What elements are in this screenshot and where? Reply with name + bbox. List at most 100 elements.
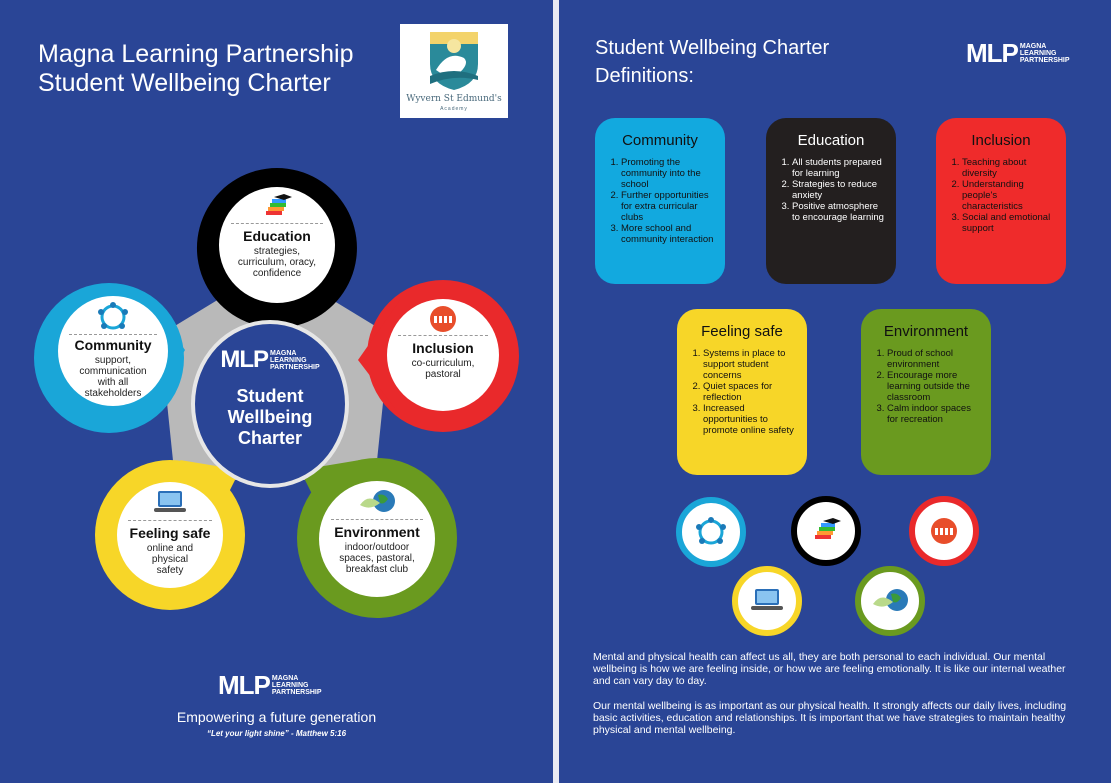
inclusion-pillar: Inclusion co-curriculum, pastoral: [387, 299, 499, 411]
feeling-safe-box-list: Systems in place to support student conc…: [687, 348, 797, 436]
inclusion-desc-2: pastoral: [425, 369, 461, 380]
inclusion-pin-tip: [358, 300, 400, 415]
footer-mlp-words: MAGNA LEARNING PARTNERSHIP: [272, 675, 322, 696]
cover-title-line-1: Magna Learning Partnership: [38, 40, 354, 68]
education-pillar: Education strategies, curriculum, oracy,…: [219, 187, 335, 303]
inclusion-title: Inclusion: [412, 340, 474, 356]
environment-title: Environment: [334, 524, 420, 540]
inclusion-divider: [398, 335, 488, 336]
cover-title-line-2: Student Wellbeing Charter: [38, 69, 331, 97]
footer-mlp-letters: MLP: [218, 670, 271, 700]
feeling-safe-pillar: Feeling safe online and physical safety: [117, 482, 223, 588]
feeling-safe-title: Feeling safe: [129, 525, 211, 541]
community-desc-2: communication: [79, 366, 147, 377]
community-item-3: More school and community interaction: [621, 223, 715, 245]
charter-cover-page: Magna Learning Partnership Student Wellb…: [0, 0, 553, 783]
community-item-2: Further opportunities for extra curricul…: [621, 190, 715, 223]
header-mlp-words: MAGNA LEARNING PARTNERSHIP: [1020, 43, 1070, 64]
header-mlp-word-3: PARTNERSHIP: [1019, 57, 1070, 64]
globe-leaf-icon: [360, 490, 395, 512]
environment-item-3: Calm indoor spaces for recreation: [887, 403, 981, 425]
community-item-1: Promoting the community into the school: [621, 157, 715, 190]
community-desc-3: with all: [97, 377, 129, 388]
header-mlp-word-2: LEARNING: [1019, 50, 1057, 57]
education-definition-box: Education All students prepared for lear…: [766, 118, 896, 284]
environment-desc-2: spaces, pastoral,: [339, 553, 415, 564]
environment-divider: [330, 519, 424, 520]
inclusion-definition-box: Inclusion Teaching about diversity Under…: [936, 118, 1066, 284]
environment-definition-box: Environment Proud of school environment …: [861, 309, 991, 475]
center-title-line-3: Charter: [237, 428, 303, 448]
feeling-safe-box-title: Feeling safe: [701, 323, 783, 340]
cover-title: Magna Learning Partnership Student Wellb…: [38, 40, 353, 98]
inclusion-box-title: Inclusion: [971, 132, 1031, 149]
inclusion-item-2: Understanding people's characteristics: [962, 179, 1056, 212]
education-mini-badge: [791, 496, 861, 566]
community-title: Community: [74, 337, 152, 353]
center-mlp-logo: MLP MAGNA LEARNING PARTNERSHIP: [220, 346, 319, 374]
education-desc-1: strategies,: [253, 246, 301, 257]
footer-mlp-word-1: MAGNA: [271, 675, 299, 682]
inclusion-box-list: Teaching about diversity Understanding p…: [946, 157, 1056, 234]
center-title: Student Wellbeing Charter: [228, 386, 313, 449]
center-title-line-1: Student: [236, 386, 304, 406]
education-desc-2: curriculum, oracy,: [237, 257, 317, 268]
education-divider: [230, 223, 324, 224]
people-circle-icon: [98, 302, 128, 330]
center-mlp-words: MAGNA LEARNING PARTNERSHIP: [270, 350, 320, 371]
inclusion-item-3: Social and emotional support: [962, 212, 1056, 234]
center-title-line-2: Wellbeing: [227, 407, 313, 427]
community-pillar: Community support, communication with al…: [58, 296, 168, 406]
header-mlp-word-1: MAGNA: [1019, 43, 1047, 50]
footer-mlp-logo: MLP MAGNA LEARNING PARTNERSHIP: [218, 670, 322, 701]
community-mini-badge: [676, 497, 746, 567]
definitions-title-line-1: Student Wellbeing Charter: [595, 37, 830, 59]
feeling-safe-divider: [127, 520, 213, 521]
feeling-safe-mini-badge: [732, 566, 802, 636]
people-circle-icon: [696, 517, 726, 545]
header-mlp-letters: MLP: [966, 38, 1019, 68]
education-pin-tip: [237, 300, 317, 335]
crest-school-sub: Academy: [440, 106, 468, 112]
feeling-safe-item-2: Quiet spaces for reflection: [703, 381, 797, 403]
inclusion-mini-badge: [909, 496, 979, 566]
environment-box-list: Proud of school environment Encourage mo…: [871, 348, 981, 425]
definitions-title-line-2: Definitions:: [595, 65, 694, 87]
footer-verse: “Let your light shine” - Matthew 5:16: [206, 729, 347, 738]
feeling-safe-item-3: Increased opportunities to promote onlin…: [703, 403, 797, 436]
education-title: Education: [243, 228, 311, 244]
feeling-safe-definition-box: Feeling safe Systems in place to support…: [677, 309, 807, 475]
center-mlp-word-1: MAGNA: [270, 349, 297, 357]
environment-pillar: Environment indoor/outdoor spaces, pasto…: [319, 481, 435, 597]
community-desc-1: support,: [94, 355, 132, 366]
inclusion-people-icon: [430, 306, 456, 332]
feeling-safe-desc-3: safety: [156, 565, 184, 576]
center-mlp-word-3: PARTNERSHIP: [270, 363, 320, 371]
devices-icon: [751, 589, 783, 610]
education-box-title: Education: [797, 132, 865, 149]
education-desc-3: confidence: [252, 268, 302, 279]
crest-school-name: Wyvern St Edmund's: [406, 94, 502, 104]
definitions-page: Student Wellbeing Charter Definitions: M…: [559, 0, 1111, 783]
environment-box-title: Environment: [883, 323, 969, 340]
environment-desc-3: breakfast club: [345, 564, 409, 575]
feeling-safe-item-1: Systems in place to support student conc…: [703, 348, 797, 381]
environment-mini-badge: [855, 566, 925, 636]
inclusion-desc-1: co-curriculum,: [411, 358, 475, 369]
education-item-2: Strategies to reduce anxiety: [792, 179, 886, 201]
wellbeing-paragraph-1: Mental and physical health can affect us…: [593, 651, 1066, 687]
community-box-list: Promoting the community into the school …: [605, 157, 715, 245]
devices-icon: [154, 491, 186, 512]
feeling-safe-desc-2: physical: [151, 554, 189, 565]
footer-tagline: Empowering a future generation: [176, 709, 377, 725]
footer-mlp-word-3: PARTNERSHIP: [271, 689, 322, 696]
definitions-title: Student Wellbeing Charter Definitions:: [595, 34, 829, 90]
books-icon: [266, 194, 292, 215]
wellbeing-paragraph-2: Our mental wellbeing is as important as …: [593, 700, 1067, 736]
center-mlp-word-2: LEARNING: [270, 356, 307, 364]
center-mlp-letters: MLP: [220, 346, 269, 373]
environment-item-1: Proud of school environment: [887, 348, 981, 370]
feeling-safe-desc-1: online and: [146, 543, 194, 554]
community-divider: [69, 334, 157, 335]
education-box-list: All students prepared for learning Strat…: [776, 157, 886, 223]
